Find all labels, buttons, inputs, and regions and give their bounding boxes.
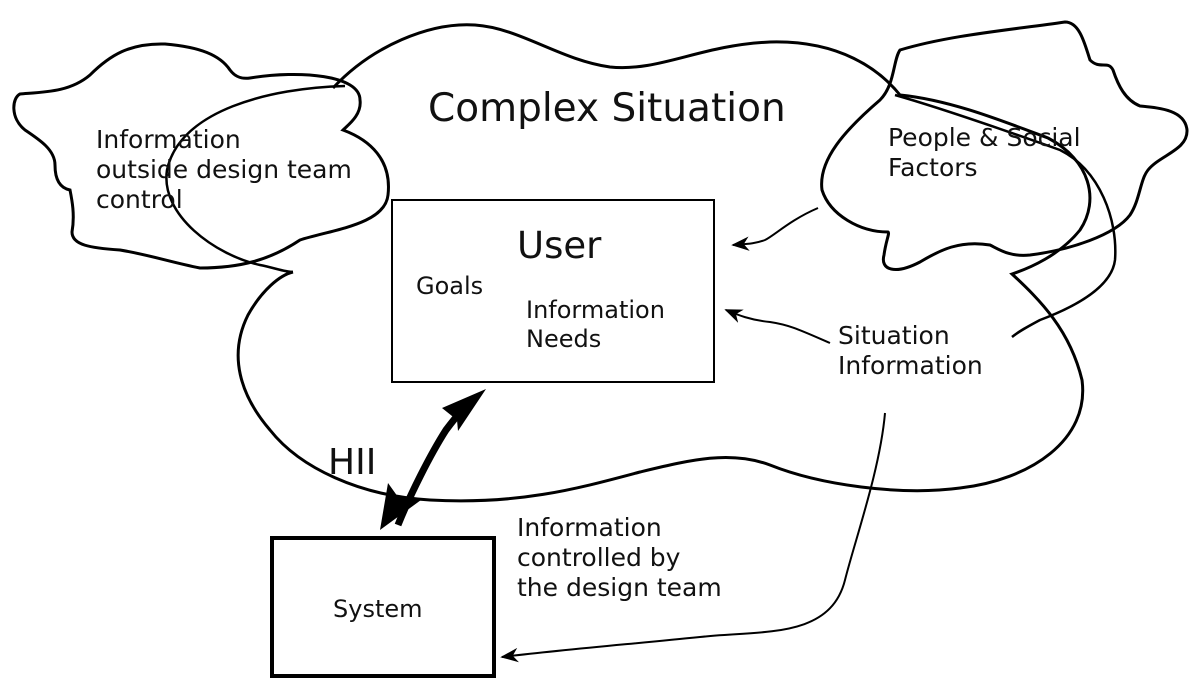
hii-arrowhead-down — [380, 483, 421, 530]
situation-info-label: Situation Information — [838, 321, 983, 380]
outside-info-cloud — [12, 42, 390, 270]
hii-arrowhead-up — [442, 389, 486, 431]
controlled-info-label: Information controlled by the design tea… — [517, 513, 722, 602]
system-label: System — [333, 595, 423, 623]
user-title: User — [517, 224, 602, 267]
user-needs-label: Information Needs — [526, 296, 665, 354]
situation-to-system-arrow — [500, 412, 886, 663]
people-social-cloud — [820, 20, 1189, 271]
hii-label: HII — [328, 442, 377, 483]
complex-situation-title: Complex Situation — [428, 86, 786, 131]
people-to-user-arrow — [731, 207, 819, 251]
complex-situation-right-strand — [894, 93, 1117, 338]
user-goals-label: Goals — [416, 272, 484, 300]
complex-situation-cloud — [236, 23, 1092, 503]
situation-to-user-arrow — [724, 309, 831, 344]
outside-info-overlap-loop — [165, 84, 346, 274]
system-box — [270, 536, 496, 678]
user-box — [391, 199, 715, 383]
outside-info-label: Information outside design team control — [96, 125, 352, 214]
people-social-label: People & Social Factors — [888, 123, 1081, 182]
